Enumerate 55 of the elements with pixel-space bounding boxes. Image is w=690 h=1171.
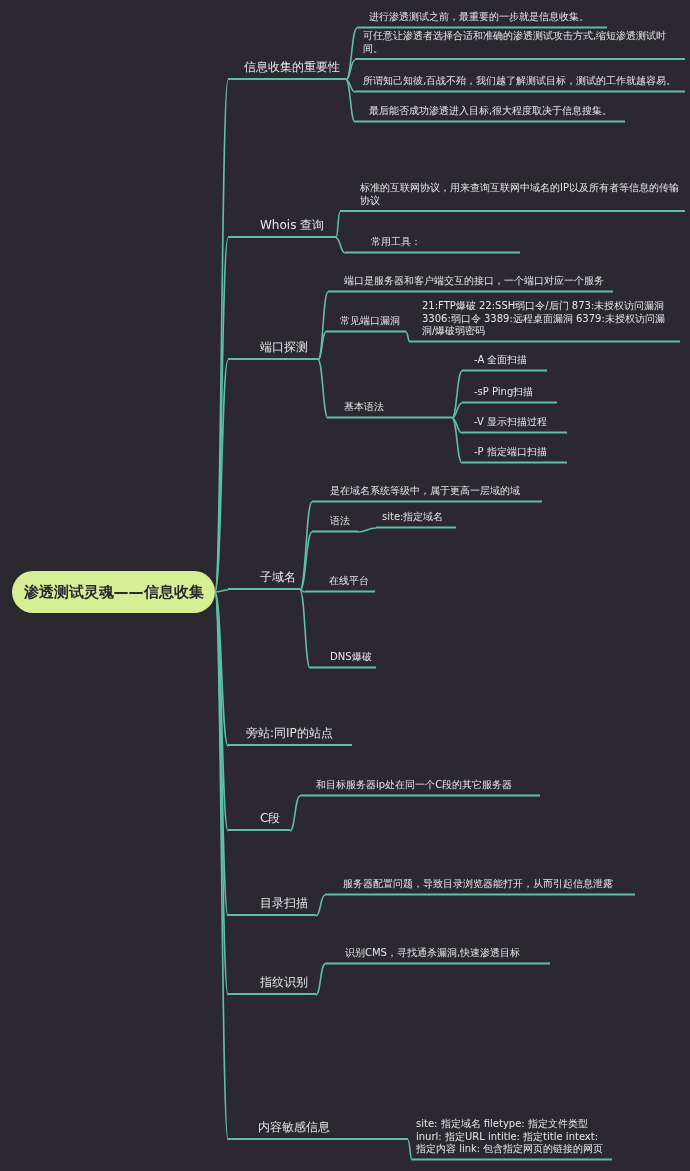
branch-topic: Whois 查询 bbox=[228, 218, 336, 238]
branch-line bbox=[315, 894, 326, 917]
subtopic: 基本语法 bbox=[328, 400, 452, 418]
branch-line bbox=[451, 370, 463, 419]
branch-topic: 子域名 bbox=[228, 570, 300, 590]
subtopic: 和目标服务器ip处在同一个C段的其它服务器 bbox=[300, 778, 540, 796]
subtopic: DNS爆破 bbox=[310, 650, 376, 668]
branch-line bbox=[317, 359, 329, 419]
branch-line bbox=[407, 1139, 413, 1161]
branch-line bbox=[451, 417, 463, 464]
central-topic: 渗透测试灵魂——信息收集 bbox=[12, 571, 215, 613]
subtopic: -A 全面扫描 bbox=[462, 353, 547, 371]
branch-line bbox=[289, 795, 301, 832]
branch-line bbox=[317, 291, 329, 361]
branch-line bbox=[335, 211, 341, 239]
branch-topic: 信息收集的重要性 bbox=[228, 60, 346, 80]
branch-topic: 端口探测 bbox=[228, 340, 318, 360]
subtopic: 是在域名系统等级中，属于更高一层域的域 bbox=[312, 484, 542, 502]
branch-line bbox=[299, 589, 311, 669]
branch-line bbox=[299, 589, 306, 593]
branch-line bbox=[315, 963, 326, 996]
branch-line bbox=[345, 79, 356, 123]
branch-line bbox=[451, 402, 463, 419]
branch-line bbox=[451, 417, 463, 434]
subtopic: 识别CMS，寻找通杀漏洞,快速渗透目标 bbox=[325, 946, 550, 964]
branch-line bbox=[317, 331, 327, 361]
subtopic: -P 指定端口扫描 bbox=[462, 445, 567, 463]
branch-line bbox=[299, 531, 313, 591]
subtopic: 常用工具： bbox=[345, 235, 520, 253]
subtopic: 语法 bbox=[312, 514, 358, 532]
branch-line bbox=[357, 527, 377, 533]
subtopic: site: 指定域名 filetype: 指定文件类型 inurl: 指定URL intitle: 指定title intext: 指定内容 link: 包含指定网页的链接的网页 bbox=[412, 1117, 612, 1160]
subtopic: 标准的互联网协议，用来查询互联网中域名的IP以及所有者等信息的传输协议 bbox=[340, 182, 685, 212]
branch-line bbox=[335, 237, 346, 254]
subtopic: 服务器配置问题，导致目录浏览器能打开，从而引起信息泄露 bbox=[325, 877, 635, 895]
branch-line bbox=[405, 331, 411, 343]
subtopic: 最后能否成功渗透进入目标,很大程度取决于信息搜集。 bbox=[355, 104, 625, 122]
subtopic: 进行渗透测试之前，最重要的一步就是信息收集。 bbox=[357, 10, 607, 28]
branch-topic: 目录扫描 bbox=[228, 896, 316, 916]
subtopic: site:指定域名 bbox=[376, 510, 456, 528]
branch-topic: 旁站:同IP的站点 bbox=[228, 726, 352, 746]
subtopic: 21:FTP爆破 22:SSH弱口令/后门 873:未授权访问漏洞 3306:弱口令 3389:远程桌面漏洞 6379:未授权访问漏洞/爆破弱密码 bbox=[410, 299, 680, 342]
subtopic: -V 显示扫描过程 bbox=[462, 415, 567, 433]
subtopic: 所谓知己知彼,百战不殆，我们越了解测试目标，测试的工作就越容易。 bbox=[355, 74, 685, 92]
subtopic: 可任意让渗透者选择合适和准确的渗透测试攻击方式,缩短渗透测试时间。 bbox=[355, 30, 685, 60]
subtopic: 端口是服务器和客户端交互的接口，一个端口对应一个服务 bbox=[328, 274, 613, 292]
subtopic: 在线平台 bbox=[305, 574, 375, 592]
branch-topic: 指纹识别 bbox=[228, 975, 316, 995]
branch-line bbox=[345, 59, 356, 81]
branch-line bbox=[214, 589, 229, 593]
branch-topic: 内容敏感信息 bbox=[228, 1120, 408, 1140]
subtopic: 常见端口漏洞 bbox=[326, 314, 406, 332]
subtopic: -sP Ping扫描 bbox=[462, 385, 557, 403]
branch-line bbox=[345, 79, 356, 93]
branch-topic: C段 bbox=[228, 811, 290, 831]
